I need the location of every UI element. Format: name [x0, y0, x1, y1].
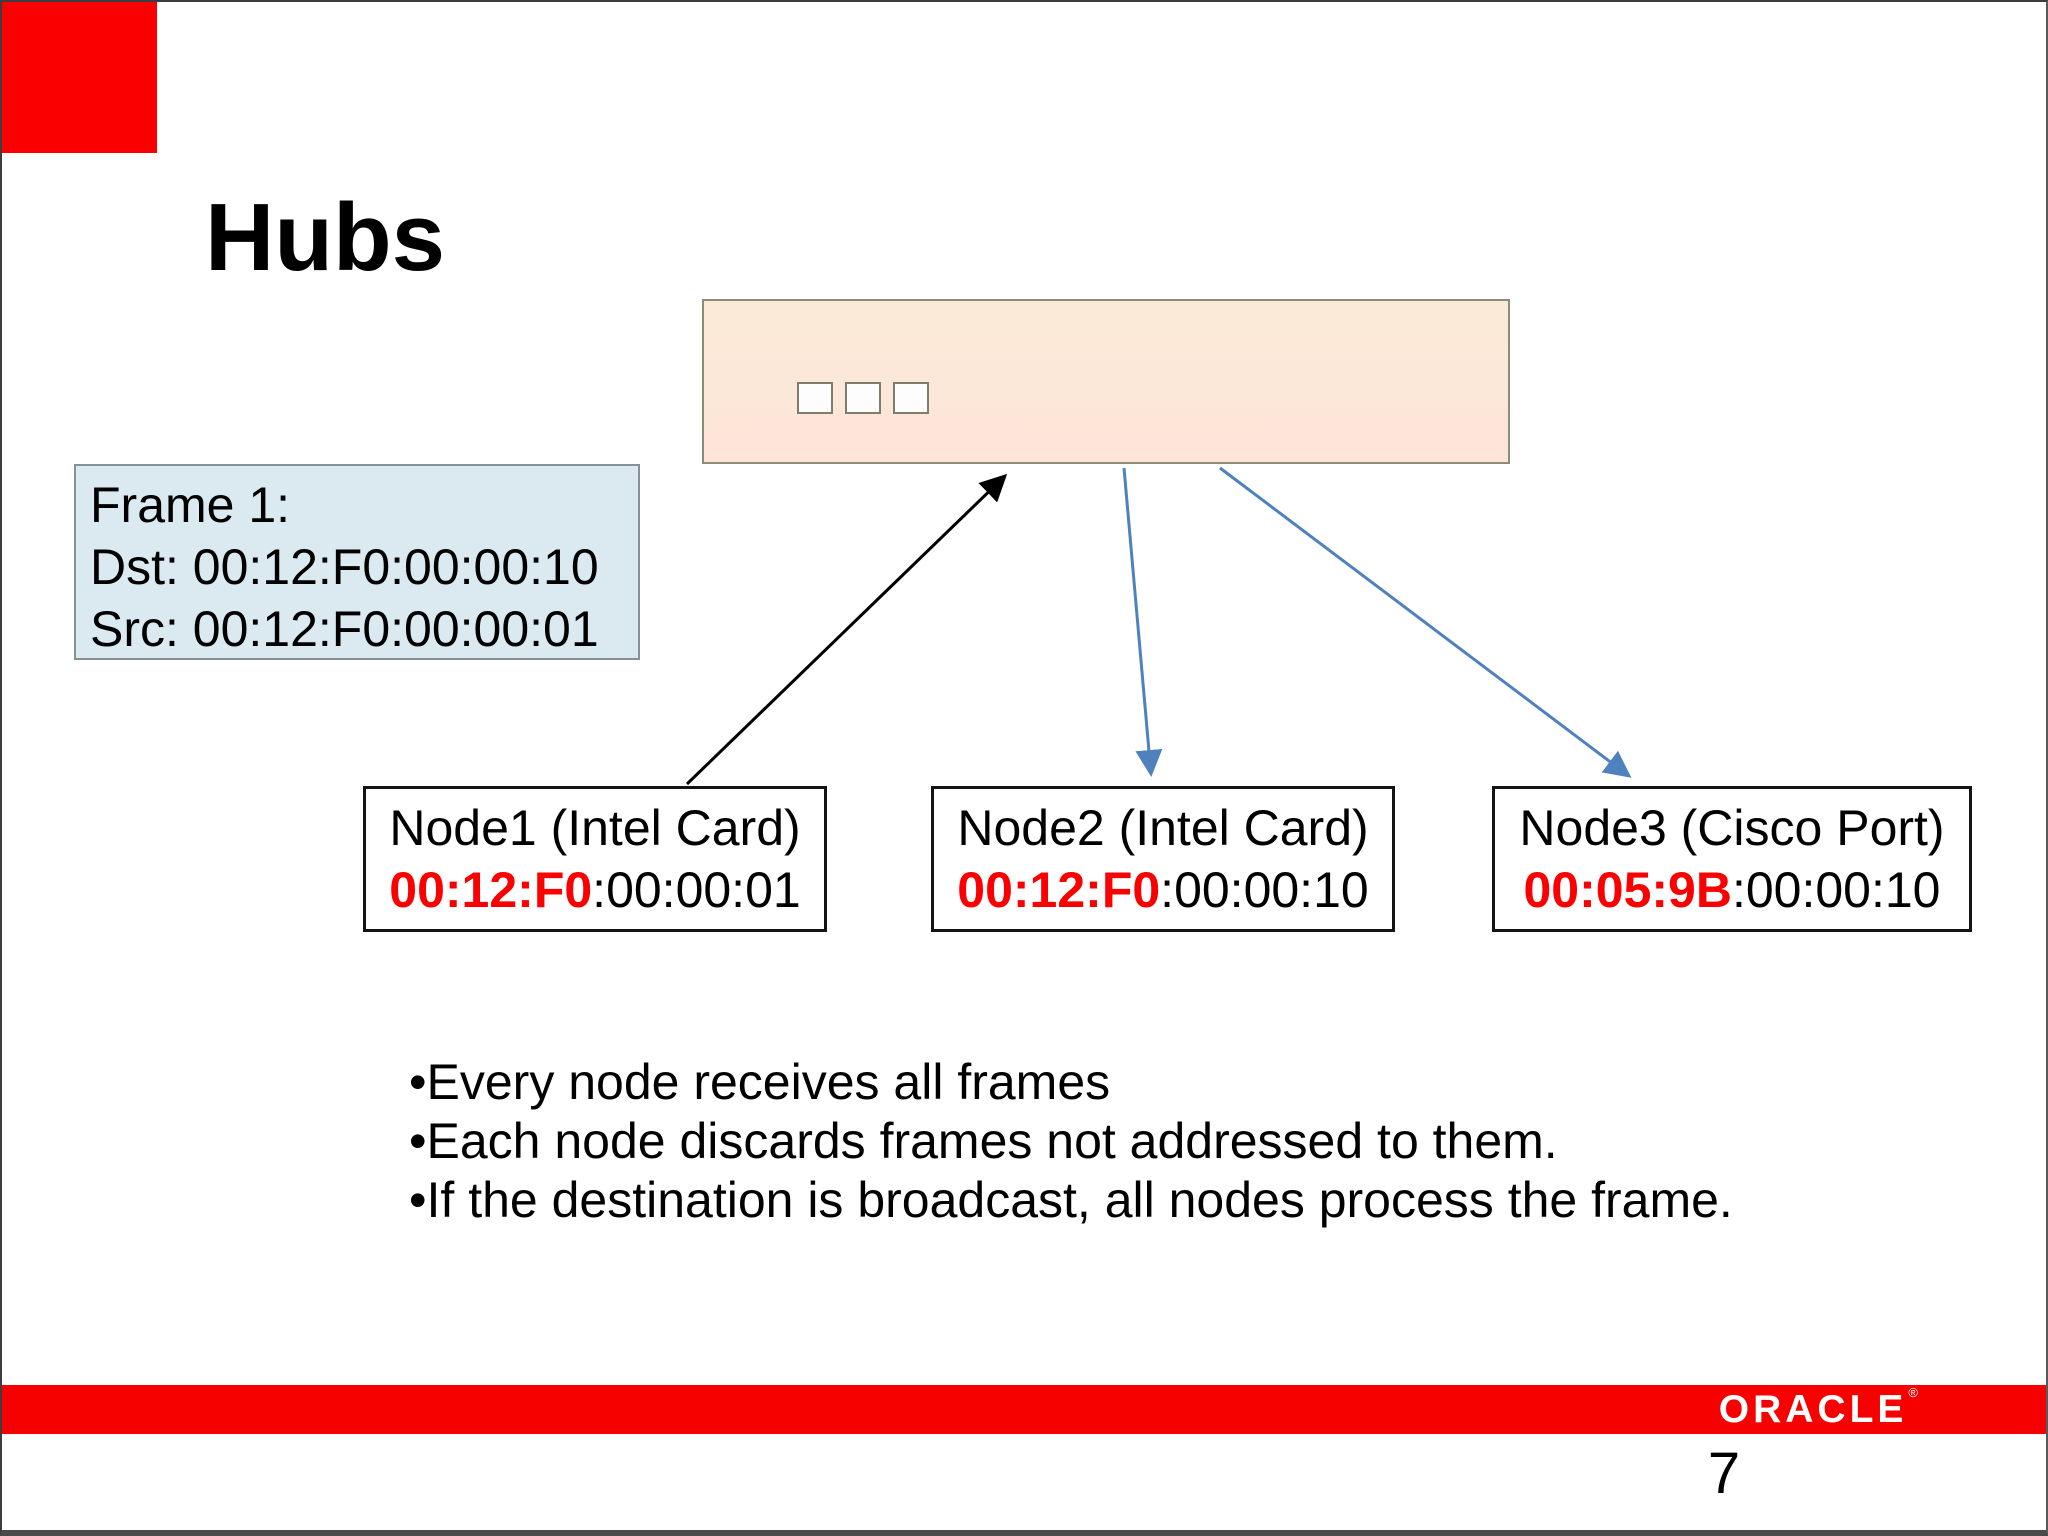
node1-mac-address: 00:12:F0:00:00:01	[366, 859, 824, 921]
bullet-text: Each node discards frames not addressed …	[426, 1113, 1558, 1169]
node3-mac-suffix: :00:00:10	[1731, 862, 1941, 918]
hub-device-box	[702, 299, 1510, 464]
hub-port-square	[893, 382, 929, 414]
bullet-text: Every node receives all frames	[426, 1054, 1111, 1110]
brand-corner-square	[2, 2, 157, 153]
frame1-callout-box: Frame 1: Dst: 00:12:F0:00:00:10 Src: 00:…	[74, 464, 640, 660]
oracle-logo-text: ORACLE	[1718, 1388, 1908, 1431]
node1-mac-prefix: 00:12:F0	[389, 862, 593, 918]
registered-trademark-icon: ®	[1908, 1385, 1922, 1400]
oracle-logo: ORACLE®	[1718, 1386, 1921, 1431]
bullet-text: If the destination is broadcast, all nod…	[426, 1172, 1733, 1228]
bullet-item: •Every node receives all frames	[409, 1053, 1733, 1112]
frame1-src-address: Src: 00:12:F0:00:00:01	[90, 601, 599, 657]
node2-mac-address: 00:12:F0:00:00:10	[934, 859, 1392, 921]
hub-to-node3-arrow	[1219, 466, 1632, 778]
node3-mac-prefix: 00:05:9B	[1523, 862, 1732, 918]
node3-box: Node3 (Cisco Port) 00:05:9B:00:00:10	[1492, 786, 1972, 932]
bullet-marker: •	[409, 1113, 427, 1169]
node3-mac-address: 00:05:9B:00:00:10	[1495, 859, 1969, 921]
hub-port-square	[797, 382, 833, 414]
bullet-marker: •	[409, 1172, 427, 1228]
node1-mac-suffix: :00:00:01	[592, 862, 801, 918]
node1-to-hub-arrow	[685, 473, 1008, 786]
node1-box: Node1 (Intel Card) 00:12:F0:00:00:01	[363, 786, 827, 932]
node3-label: Node3 (Cisco Port)	[1519, 800, 1945, 856]
frame1-dst-address: Dst: 00:12:F0:00:00:10	[90, 539, 599, 595]
node2-box: Node2 (Intel Card) 00:12:F0:00:00:10	[931, 786, 1395, 932]
bullet-item: •If the destination is broadcast, all no…	[409, 1171, 1733, 1230]
page-title: Hubs	[205, 184, 445, 292]
footer-red-bar: ORACLE®	[2, 1385, 2046, 1434]
hub-to-node2-arrow	[1122, 467, 1163, 777]
hub-ports-row	[797, 382, 929, 414]
bullet-item: •Each node discards frames not addressed…	[409, 1112, 1733, 1171]
hub-port-square	[845, 382, 881, 414]
node2-mac-suffix: :00:00:10	[1160, 862, 1369, 918]
node1-label: Node1 (Intel Card)	[389, 800, 801, 856]
bullet-marker: •	[409, 1054, 427, 1110]
node2-mac-prefix: 00:12:F0	[957, 862, 1161, 918]
page-number: 7	[1707, 1441, 1741, 1506]
node2-label: Node2 (Intel Card)	[957, 800, 1369, 856]
frame1-title: Frame 1:	[90, 477, 291, 533]
bullet-list: •Every node receives all frames •Each no…	[409, 1053, 1733, 1230]
